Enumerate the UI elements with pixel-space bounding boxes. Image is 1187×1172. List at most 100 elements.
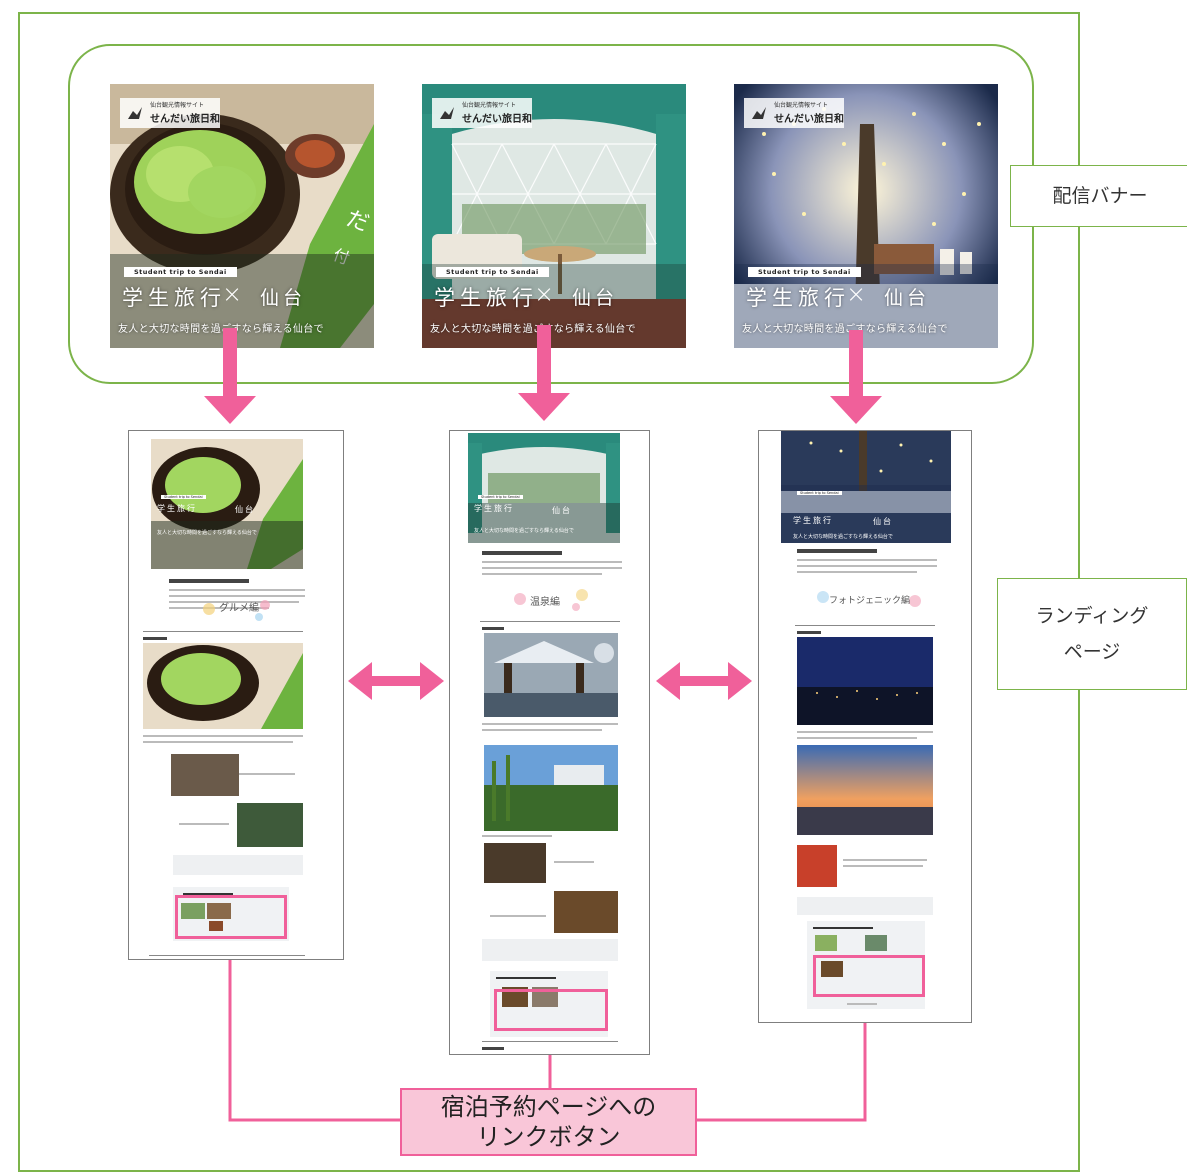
lp2-info-box: [482, 939, 618, 961]
down-arrow-1-shaft: [223, 328, 237, 396]
lp3-genre-label: フォトジェニック編: [829, 596, 911, 606]
lp1-booking-link-highlight[interactable]: [175, 895, 287, 939]
snow-onsen-photo: [484, 633, 618, 717]
lp1-text-line: [239, 773, 295, 775]
link-callout-line2: リンクボタン: [476, 1123, 621, 1151]
lp1-text-line: [143, 735, 303, 737]
lp1-text-line: [169, 607, 269, 609]
lp2-intro-title: [482, 551, 562, 555]
landing-page-gourmet: Student trip to Sendai 学生旅行 仙台 友人と大切な時間を…: [128, 430, 344, 960]
lp3-recommend-thumb: [865, 935, 887, 951]
lp2-hero-place: 仙台: [552, 506, 572, 515]
lp2-text-line: [482, 835, 552, 837]
lp2-section-title: [482, 1047, 504, 1050]
lp3-photo-red-tree: [797, 845, 837, 887]
lp1-photo-zunda: [143, 643, 303, 729]
lp2-photo-snow-onsen: [484, 633, 618, 717]
down-arrow-2-head: [518, 393, 570, 421]
banner-cross: ×: [846, 280, 867, 308]
lp2-photo-ryokan: [484, 745, 618, 831]
sunset-city-photo: [797, 745, 933, 835]
banner-place: 仙台: [884, 287, 931, 309]
site-name: せんだい旅日和: [150, 114, 220, 125]
lp2-recommend-thumb: [532, 987, 558, 1007]
lp2-recommend-title: [496, 977, 556, 979]
lp2-text-line: [554, 861, 594, 863]
lp1-text-line: [143, 741, 293, 743]
lp1-recommend-title: [183, 893, 233, 895]
lp2-text-line: [482, 723, 618, 725]
lp2-recommend-thumb: [502, 987, 528, 1007]
site-small-label: 仙台観光情報サイト: [150, 102, 205, 109]
lp3-text-line: [847, 1003, 877, 1005]
banner-glamping: 仙台観光情報サイト せんだい旅日和 Student trip to Sendai…: [422, 84, 686, 348]
lp3-info-box: [797, 897, 933, 915]
site-small-label: 仙台観光情報サイト: [462, 102, 517, 109]
deer-logo-icon: [128, 107, 142, 119]
lp3-text-line: [843, 859, 927, 861]
lp2-hero-subline: 友人と大切な時間を過ごすなら輝える仙台で: [474, 528, 574, 534]
lp3-recommend-thumb: [815, 935, 837, 951]
lp1-recommend-thumb: [209, 921, 223, 931]
lp3-hero-subline: 友人と大切な時間を過ごすなら輝える仙台で: [793, 534, 893, 540]
double-arrow-2-shaft: [676, 676, 732, 686]
lp2-hero-tagline: Student trip to Sendai: [478, 495, 523, 499]
lp1-section-title: [143, 637, 167, 640]
night-view-photo: [797, 637, 933, 725]
lp3-photo-night-view: [797, 637, 933, 725]
lp1-recommend-thumb: [181, 903, 205, 919]
double-arrow-2-left: [656, 662, 680, 700]
lp-callout-line1: ランディング: [1035, 604, 1149, 627]
site-name: せんだい旅日和: [462, 114, 532, 125]
lp2-photo-bath: [484, 843, 546, 883]
banner-illumination: 仙台観光情報サイト せんだい旅日和 Student trip to Sendai…: [734, 84, 998, 348]
illumination-photo: [734, 84, 998, 348]
zunda-mochi-photo: だ 付: [110, 84, 374, 348]
lp1-genre-label: グルメ編: [219, 603, 259, 614]
glamping-dome-photo: [468, 433, 620, 543]
banner-subline: 友人と大切な時間を過ごすなら輝える仙台で: [742, 324, 948, 335]
lp1-hero: Student trip to Sendai 学生旅行 仙台 友人と大切な時間を…: [151, 439, 303, 569]
lp1-text-line: [169, 589, 305, 591]
deer-logo-icon: [440, 107, 454, 119]
double-arrow-1-right: [420, 662, 444, 700]
zunda-mochi-photo: [151, 439, 303, 569]
ryokan-garden-photo: [484, 745, 618, 831]
site-logo: 仙台観光情報サイト せんだい旅日和: [120, 98, 220, 128]
double-arrow-2-right: [728, 662, 752, 700]
lp3-section-title: [797, 631, 821, 634]
double-arrow-1-left: [348, 662, 372, 700]
landing-page-onsen: Student trip to Sendai 学生旅行 仙台 友人と大切な時間を…: [449, 430, 650, 1055]
banner-subline: 友人と大切な時間を過ごすなら輝える仙台で: [118, 324, 324, 335]
lp3-intro-title: [797, 549, 877, 553]
banner-headline: 学生旅行: [122, 286, 226, 310]
banner-headline: 学生旅行: [434, 286, 538, 310]
lp1-photo-shop: [171, 754, 239, 796]
lp3-hero-lower: 学生旅行 仙台 友人と大切な時間を過ごすなら輝える仙台で: [781, 513, 951, 543]
lp3-hero-headline: 学生旅行: [793, 516, 833, 525]
site-logo: 仙台観光情報サイト せんだい旅日和: [432, 98, 532, 128]
lp2-genre-label: 温泉編: [530, 597, 560, 608]
site-small-label: 仙台観光情報サイト: [774, 102, 829, 109]
zunda-mochi-photo: [143, 643, 303, 729]
site-logo: 仙台観光情報サイト せんだい旅日和: [744, 98, 844, 128]
banner-callout-label: 配信バナー: [1052, 184, 1148, 207]
banner-tagline: Student trip to Sendai: [124, 267, 237, 277]
lp2-booking-link-highlight[interactable]: [494, 989, 608, 1031]
down-arrow-3-shaft: [849, 330, 863, 396]
lp3-booking-link-highlight[interactable]: [813, 955, 925, 997]
deer-logo-icon: [752, 107, 766, 119]
down-arrow-1-head: [204, 396, 256, 424]
lp2-text-line: [482, 729, 602, 731]
lp1-divider: [149, 955, 305, 956]
banner-cross: ×: [534, 280, 555, 308]
lp-callout: ランディング ページ: [997, 578, 1187, 690]
lp2-genre-badge: [514, 589, 588, 611]
site-name: せんだい旅日和: [774, 114, 844, 125]
lp3-genre-badge: [817, 591, 921, 607]
lp1-genre-badge: [203, 600, 270, 621]
lp-callout-line2: ページ: [1063, 641, 1121, 663]
banner-cross: ×: [222, 280, 243, 308]
banner-subline: 友人と大切な時間を過ごすなら輝える仙台で: [430, 324, 636, 335]
